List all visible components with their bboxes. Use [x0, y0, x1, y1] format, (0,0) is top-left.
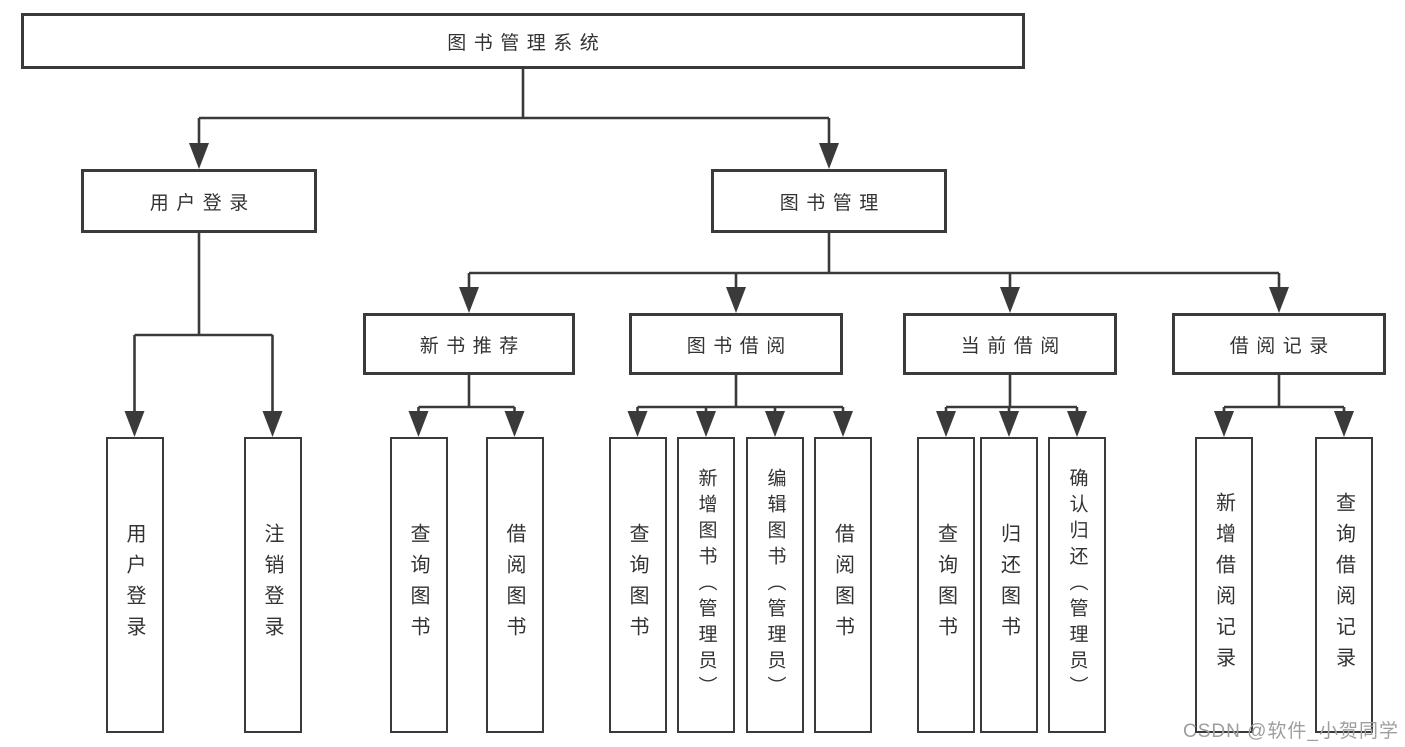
leaf-return-books: 归还图书 — [980, 437, 1038, 733]
arrow-down-icon — [459, 287, 479, 313]
leaf-query-books-current: 查询图书 — [917, 437, 975, 733]
arrow-down-icon — [999, 411, 1019, 437]
leaf-query-books-current-label: 查询图书 — [934, 523, 957, 647]
leaf-add-borrow-record-label: 新增借阅记录 — [1212, 492, 1235, 678]
leaf-query-books-recommend: 查询图书 — [389, 437, 448, 733]
arrow-down-icon — [504, 411, 525, 437]
arrow-down-icon — [408, 411, 429, 437]
node-new-book-recommend-label: 新书推荐 — [419, 335, 526, 357]
arrowheads — [124, 143, 1354, 437]
arrow-down-icon — [1214, 411, 1234, 437]
leaf-confirm-return-admin: 确认归还（管理员） — [1048, 437, 1106, 733]
leaf-query-books-recommend-label: 查询图书 — [407, 523, 429, 647]
node-root: 图书管理系统 — [21, 13, 1025, 69]
leaf-borrow-books-recommend: 借阅图书 — [485, 437, 544, 733]
node-current-borrow: 当前借阅 — [903, 313, 1117, 375]
leaf-return-books-label: 归还图书 — [997, 523, 1020, 647]
leaf-user-login: 用户登录 — [105, 437, 164, 733]
node-book-management: 图书管理 — [711, 169, 947, 233]
arrow-down-icon — [262, 411, 283, 437]
leaf-edit-book-admin: 编辑图书（管理员） — [746, 437, 804, 733]
arrow-down-icon — [1269, 287, 1289, 313]
leaf-borrow-books: 借阅图书 — [814, 437, 872, 733]
node-current-borrow-label: 当前借阅 — [960, 335, 1067, 357]
arrow-down-icon — [833, 411, 853, 437]
node-book-borrow: 图书借阅 — [629, 313, 843, 375]
node-user-login: 用户登录 — [81, 169, 317, 233]
leaf-edit-book-admin-label: 编辑图书（管理员） — [764, 468, 786, 702]
leaf-confirm-return-admin-label: 确认归还（管理员） — [1066, 468, 1088, 702]
arrow-down-icon — [1334, 411, 1354, 437]
watermark: CSDN @软件_小贺同学 — [1183, 721, 1399, 742]
node-user-login-label: 用户登录 — [149, 192, 256, 214]
node-book-borrow-label: 图书借阅 — [686, 335, 793, 357]
arrow-down-icon — [627, 411, 648, 437]
leaf-query-borrow-record: 查询借阅记录 — [1315, 437, 1373, 733]
leaf-borrow-books-label: 借阅图书 — [831, 523, 854, 647]
node-book-management-label: 图书管理 — [779, 192, 886, 214]
arrow-down-icon — [189, 143, 209, 169]
arrow-down-icon — [124, 411, 145, 437]
leaf-query-borrow-record-label: 查询借阅记录 — [1332, 492, 1355, 678]
leaf-logout: 注销登录 — [243, 437, 302, 733]
leaf-query-books-borrow-label: 查询图书 — [626, 523, 648, 647]
node-root-label: 图书管理系统 — [447, 32, 607, 54]
leaf-borrow-books-recommend-label: 借阅图书 — [503, 523, 525, 647]
arrow-down-icon — [1067, 411, 1087, 437]
arrow-down-icon — [765, 411, 785, 437]
leaf-logout-label: 注销登录 — [261, 523, 283, 647]
leaf-user-login-label: 用户登录 — [123, 523, 145, 647]
arrow-down-icon — [726, 287, 746, 313]
arrow-down-icon — [1000, 287, 1020, 313]
leaf-add-book-admin-label: 新增图书（管理员） — [695, 468, 717, 702]
leaf-add-borrow-record: 新增借阅记录 — [1195, 437, 1253, 733]
node-new-book-recommend: 新书推荐 — [363, 313, 575, 375]
arrow-down-icon — [819, 143, 839, 169]
arrow-down-icon — [696, 411, 716, 437]
arrow-down-icon — [936, 411, 956, 437]
leaf-add-book-admin: 新增图书（管理员） — [677, 437, 735, 733]
node-borrow-record-label: 借阅记录 — [1229, 335, 1336, 357]
leaf-query-books-borrow: 查询图书 — [608, 437, 667, 733]
node-borrow-record: 借阅记录 — [1172, 313, 1386, 375]
